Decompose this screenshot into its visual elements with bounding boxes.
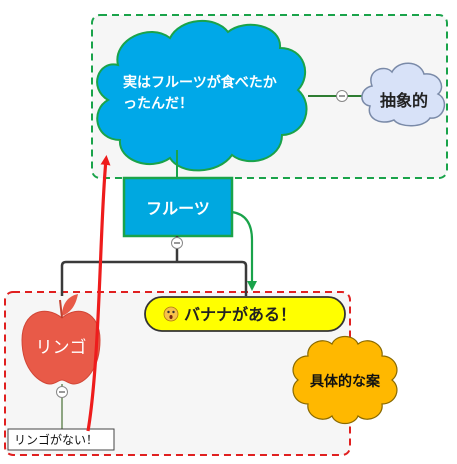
abstract-label: 抽象的 bbox=[380, 91, 428, 110]
center-topic-label: フルーツ bbox=[146, 199, 210, 218]
center-topic-box[interactable] bbox=[122, 176, 234, 238]
branch-connector bbox=[60, 260, 248, 296]
surprised-face-left-eye-icon bbox=[167, 310, 170, 314]
cloud-text-line1: 実はフルーツが食べたか bbox=[123, 74, 277, 91]
red-arrow bbox=[86, 155, 111, 432]
cloud-node-shape[interactable] bbox=[96, 19, 308, 172]
surprised-face-icon bbox=[163, 306, 179, 322]
concrete-idea-label: 具体的な案 bbox=[309, 373, 381, 390]
apple-leaf-icon bbox=[62, 294, 78, 316]
green-arrow bbox=[231, 210, 257, 291]
apple-label: リンゴ bbox=[36, 337, 87, 358]
cloud-text-line2: ったんだ！ bbox=[123, 96, 193, 112]
banana-label: バナナがある！ bbox=[184, 305, 296, 324]
concrete-idea-shape[interactable] bbox=[292, 335, 398, 425]
surprised-face-right-eye-icon bbox=[172, 310, 175, 314]
no-apple-box[interactable] bbox=[7, 428, 115, 451]
apple-shape[interactable] bbox=[21, 310, 101, 385]
no-apple-label: リンゴがない！ bbox=[14, 432, 98, 447]
banana-node[interactable] bbox=[144, 296, 346, 332]
apple-stem-icon bbox=[59, 299, 63, 319]
abstract-cloud-shape[interactable] bbox=[361, 62, 446, 127]
surprised-face-mouth-icon bbox=[169, 315, 173, 319]
